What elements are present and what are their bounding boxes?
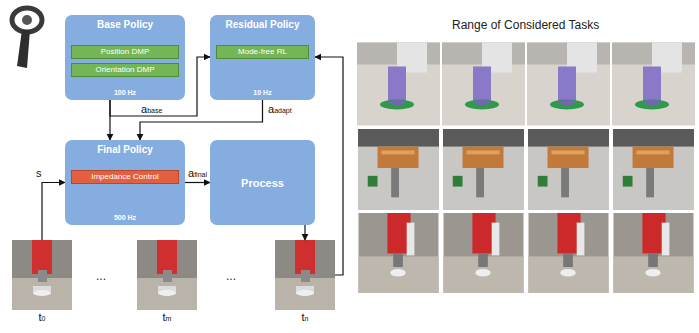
- snapshot-frame: t0: [12, 240, 72, 310]
- photo: [275, 240, 335, 310]
- node-title: Orientation DMP: [72, 66, 178, 75]
- node-title: Base Policy: [65, 19, 185, 30]
- module-box: Mode-free RL: [216, 45, 309, 59]
- policy-box: Mode-free RL Residual Policy 10 Hz: [210, 15, 315, 100]
- photo: [612, 43, 695, 126]
- vr-controller: [12, 8, 42, 68]
- node-title: Mode-free RL: [217, 48, 308, 57]
- module-box: Orientation DMP: [71, 63, 179, 77]
- signal-label: abase: [140, 103, 163, 115]
- ellipsis-label: ...: [226, 270, 236, 283]
- photo: [444, 213, 524, 293]
- ellipsis-label: ...: [96, 270, 106, 283]
- controller-pad: [22, 15, 32, 25]
- signal-arrow: [304, 225, 305, 240]
- node-title: t0: [12, 311, 72, 323]
- photo: [613, 129, 694, 210]
- photo: [528, 129, 609, 210]
- node-title: Final Policy: [65, 144, 185, 155]
- process-box: Process: [210, 140, 315, 225]
- photo: [357, 43, 440, 126]
- photo: [443, 129, 524, 210]
- photo: [359, 213, 439, 293]
- signal-arrow: [140, 100, 263, 140]
- node-title: Position DMP: [72, 48, 178, 57]
- photo: [614, 213, 694, 293]
- photo: [358, 129, 439, 210]
- module-box: Position DMP: [71, 45, 179, 59]
- snapshot-frame: tn: [275, 240, 335, 310]
- photo: [442, 43, 525, 126]
- signal-arrow: [109, 100, 110, 140]
- node-title: Residual Policy: [210, 19, 315, 30]
- photo: [137, 240, 197, 310]
- rate-label: 100 Hz: [65, 89, 185, 97]
- rate-label: 500 Hz: [65, 214, 185, 222]
- controller-ring: [12, 8, 42, 32]
- rate-label: 10 Hz: [210, 89, 315, 97]
- signal-label: afinal: [187, 167, 208, 179]
- signal-arrow: [42, 183, 65, 241]
- photo: [12, 240, 72, 310]
- photo: [527, 43, 610, 126]
- snapshot-frame: tm: [137, 240, 197, 310]
- signal-arrow: [315, 57, 343, 275]
- node-title: Impedance Control: [72, 173, 178, 182]
- signal-arrow: [185, 182, 210, 183]
- policy-box: Position DMP Orientation DMP Base Policy 10…: [65, 15, 185, 100]
- panel-heading: Range of Considered Tasks: [452, 19, 599, 32]
- node-title: Process: [210, 176, 315, 188]
- module-box: Impedance Control: [71, 170, 179, 184]
- node-title: tn: [275, 311, 335, 323]
- photo: [529, 213, 609, 293]
- signal-label: aadapt: [267, 103, 293, 115]
- controller-handle: [17, 30, 30, 68]
- policy-box: Impedance Control Final Policy 500 Hz: [65, 140, 185, 225]
- node-title: tm: [137, 311, 197, 323]
- signal-label: s: [35, 167, 43, 179]
